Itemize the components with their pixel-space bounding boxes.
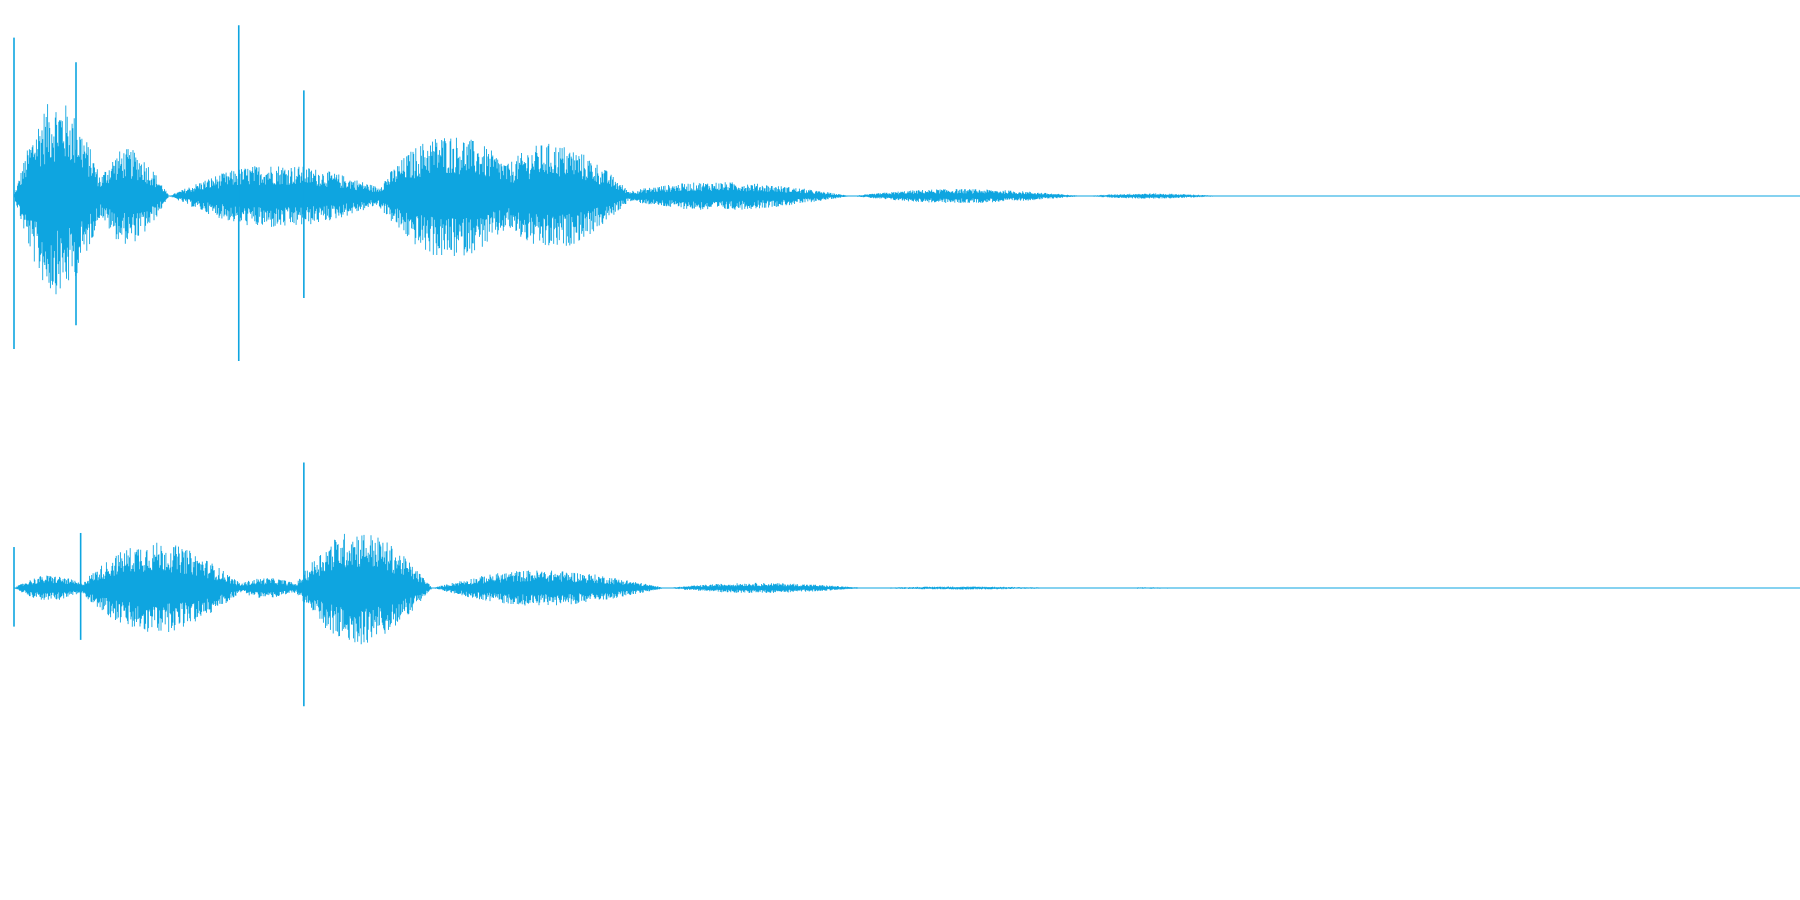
channel-signal (14, 533, 1190, 645)
channel-signal (14, 104, 1222, 295)
channel-2-waveform (13, 462, 1800, 707)
channel-1-waveform (13, 25, 1800, 361)
